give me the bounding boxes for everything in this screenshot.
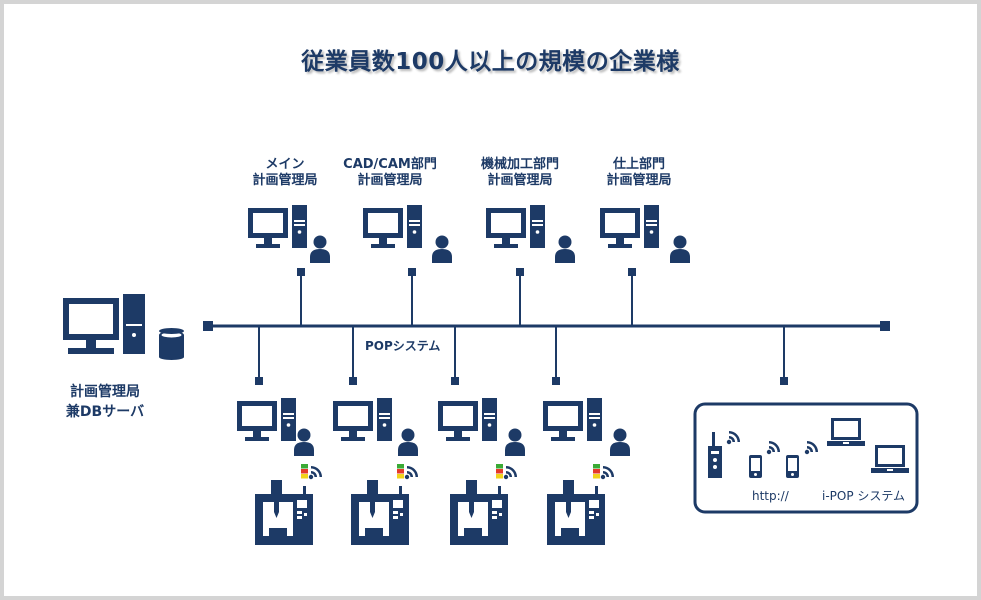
department-label-line1: CAD/CAM部門 xyxy=(343,157,437,172)
department-workstation-3 xyxy=(486,205,575,263)
department-label-line2: 計画管理局 xyxy=(357,173,423,188)
laptop-icon-1 xyxy=(827,418,865,446)
node-top-4 xyxy=(628,268,636,276)
department-workstation-2 xyxy=(363,205,452,263)
server-label-line1: 計画管理局 xyxy=(70,384,140,400)
page-title: 従業員数100人以上の規模の企業様 xyxy=(301,49,680,75)
http-label: http:// xyxy=(752,489,789,503)
node-top-3 xyxy=(516,268,524,276)
department-label-line1: 機械加工部門 xyxy=(480,157,559,172)
machine-tool-icon-1 xyxy=(255,464,322,545)
department-label-2: CAD/CAM部門 計画管理局 xyxy=(335,157,445,189)
bus-end-right xyxy=(880,321,890,331)
shop-workstation-4 xyxy=(543,398,630,456)
bus-end-left xyxy=(203,321,213,331)
department-workstation-1 xyxy=(248,205,330,263)
node-bottom-3 xyxy=(451,377,459,385)
i-pop-box xyxy=(693,402,919,514)
node-top-1 xyxy=(297,268,305,276)
node-bottom-1 xyxy=(255,377,263,385)
laptop-icon-2 xyxy=(871,445,909,473)
router-icon xyxy=(708,431,740,478)
node-bottom-5 xyxy=(780,377,788,385)
department-label-3: 機械加工部門 計画管理局 xyxy=(465,157,575,189)
department-label-line2: 計画管理局 xyxy=(252,173,318,188)
i-pop-system-label: i-POP システム xyxy=(822,489,906,503)
machine-tool-icon-3 xyxy=(450,464,517,545)
database-icon xyxy=(159,328,184,360)
server-computer-icon xyxy=(63,294,145,354)
department-label-line1: 仕上部門 xyxy=(612,157,665,172)
server-label: 計画管理局 兼DBサーバ xyxy=(50,382,160,422)
department-label-line2: 計画管理局 xyxy=(487,173,553,188)
department-workstation-4 xyxy=(600,205,690,263)
server-label-line2: 兼DBサーバ xyxy=(65,404,145,420)
department-label-4: 仕上部門 計画管理局 xyxy=(584,157,694,189)
pop-system-label: POPシステム xyxy=(365,339,441,353)
department-label-line1: メイン xyxy=(265,157,305,172)
bottom-drops xyxy=(258,326,785,380)
node-bottom-2 xyxy=(349,377,357,385)
shop-workstation-3 xyxy=(438,398,525,456)
node-bottom-4 xyxy=(552,377,560,385)
department-label-line2: 計画管理局 xyxy=(606,173,672,188)
shop-workstation-1 xyxy=(237,398,314,456)
machine-tool-icon-4 xyxy=(547,464,614,545)
shop-workstation-2 xyxy=(333,398,418,456)
top-drops xyxy=(300,272,633,326)
department-label-1: メイン 計画管理局 xyxy=(230,157,340,189)
node-top-2 xyxy=(408,268,416,276)
machine-tool-icon-2 xyxy=(351,464,418,545)
